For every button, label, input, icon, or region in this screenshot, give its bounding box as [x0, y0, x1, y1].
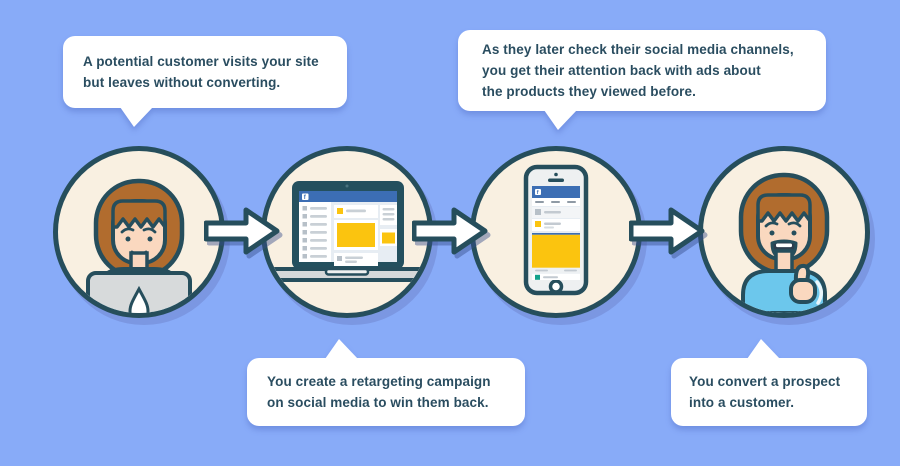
webcam-dot	[345, 184, 349, 188]
right-arrow-icon	[412, 207, 488, 255]
phone-screen: f	[532, 186, 580, 280]
woman-at-laptop-illustration	[86, 178, 192, 313]
speech-bubble-convert: You convert a prospect into a customer.	[671, 339, 867, 426]
woman-face	[111, 199, 167, 265]
phone-social-feed-illustration: f	[523, 164, 589, 296]
speech-bubble-visit: A potential customer visits your site bu…	[63, 36, 347, 127]
badge-square	[535, 274, 540, 280]
camera-dot	[554, 172, 558, 177]
happy-customer-illustration	[738, 172, 830, 313]
thumbs-up-hand	[789, 263, 823, 305]
eye	[791, 230, 797, 236]
right-arrow-icon	[204, 207, 280, 255]
feed-ad-image	[532, 234, 580, 268]
step-circle-social-ads: f	[470, 146, 642, 318]
teeth	[776, 243, 792, 248]
laptop-screen: f	[292, 181, 404, 269]
step-circle-website-visitor	[53, 146, 225, 318]
feed-header-bar	[299, 191, 397, 202]
bubble-attention-text: As they later check their social media c…	[482, 42, 794, 99]
home-button	[548, 279, 564, 294]
bubble-campaign-text: You create a retargeting campaign on soc…	[267, 374, 491, 410]
feed-sidebar	[299, 202, 331, 262]
feed-row	[532, 207, 580, 218]
bubble-tail-up	[747, 339, 780, 359]
facebook-glyph: f	[304, 195, 307, 201]
speech-bubble-campaign: You create a retargeting campaign on soc…	[247, 339, 525, 426]
speech-bubble-attention: As they later check their social media c…	[458, 30, 826, 130]
feed-row-ad-header	[532, 219, 580, 231]
eye	[769, 230, 775, 236]
facebook-icon	[535, 189, 541, 195]
eyebrow	[787, 221, 802, 228]
eyebrow	[120, 227, 135, 234]
feed-header-bar	[532, 186, 580, 198]
teardrop-logo-icon	[128, 285, 150, 313]
feed-post-header	[334, 205, 378, 218]
divider	[532, 233, 580, 235]
bangs	[111, 199, 167, 229]
fist	[789, 278, 817, 304]
eyebrow	[142, 227, 157, 234]
bubble-tail-down	[544, 110, 577, 130]
bubble-tail-down	[120, 107, 153, 127]
feed-footer-row	[532, 267, 580, 280]
tabs-row	[532, 198, 580, 206]
bubble-visit-text: A potential customer visits your site bu…	[83, 54, 319, 90]
eyebrow	[764, 221, 779, 228]
feed-post	[334, 253, 378, 266]
laptop-base	[266, 267, 428, 282]
laptop-social-feed-illustration: f	[266, 181, 428, 282]
facebook-glyph: f	[537, 190, 539, 196]
step-circle-retargeting-campaign: f	[261, 146, 433, 318]
eye	[147, 236, 153, 242]
sleeve-cuff	[815, 280, 823, 305]
sidebar-ad	[382, 232, 395, 244]
right-arrow-icon	[629, 207, 705, 255]
bangs	[756, 193, 812, 223]
speaker-slot	[548, 178, 564, 182]
step-circle-converted-customer	[698, 146, 870, 318]
eye	[125, 236, 131, 242]
facebook-icon	[302, 193, 309, 200]
feed-ad-image	[334, 220, 378, 250]
bubble-convert-text: You convert a prospect into a customer.	[689, 374, 841, 410]
laptop-lid	[86, 271, 192, 313]
bubble-tail-up	[325, 339, 358, 359]
feed-right-rail	[380, 205, 397, 246]
